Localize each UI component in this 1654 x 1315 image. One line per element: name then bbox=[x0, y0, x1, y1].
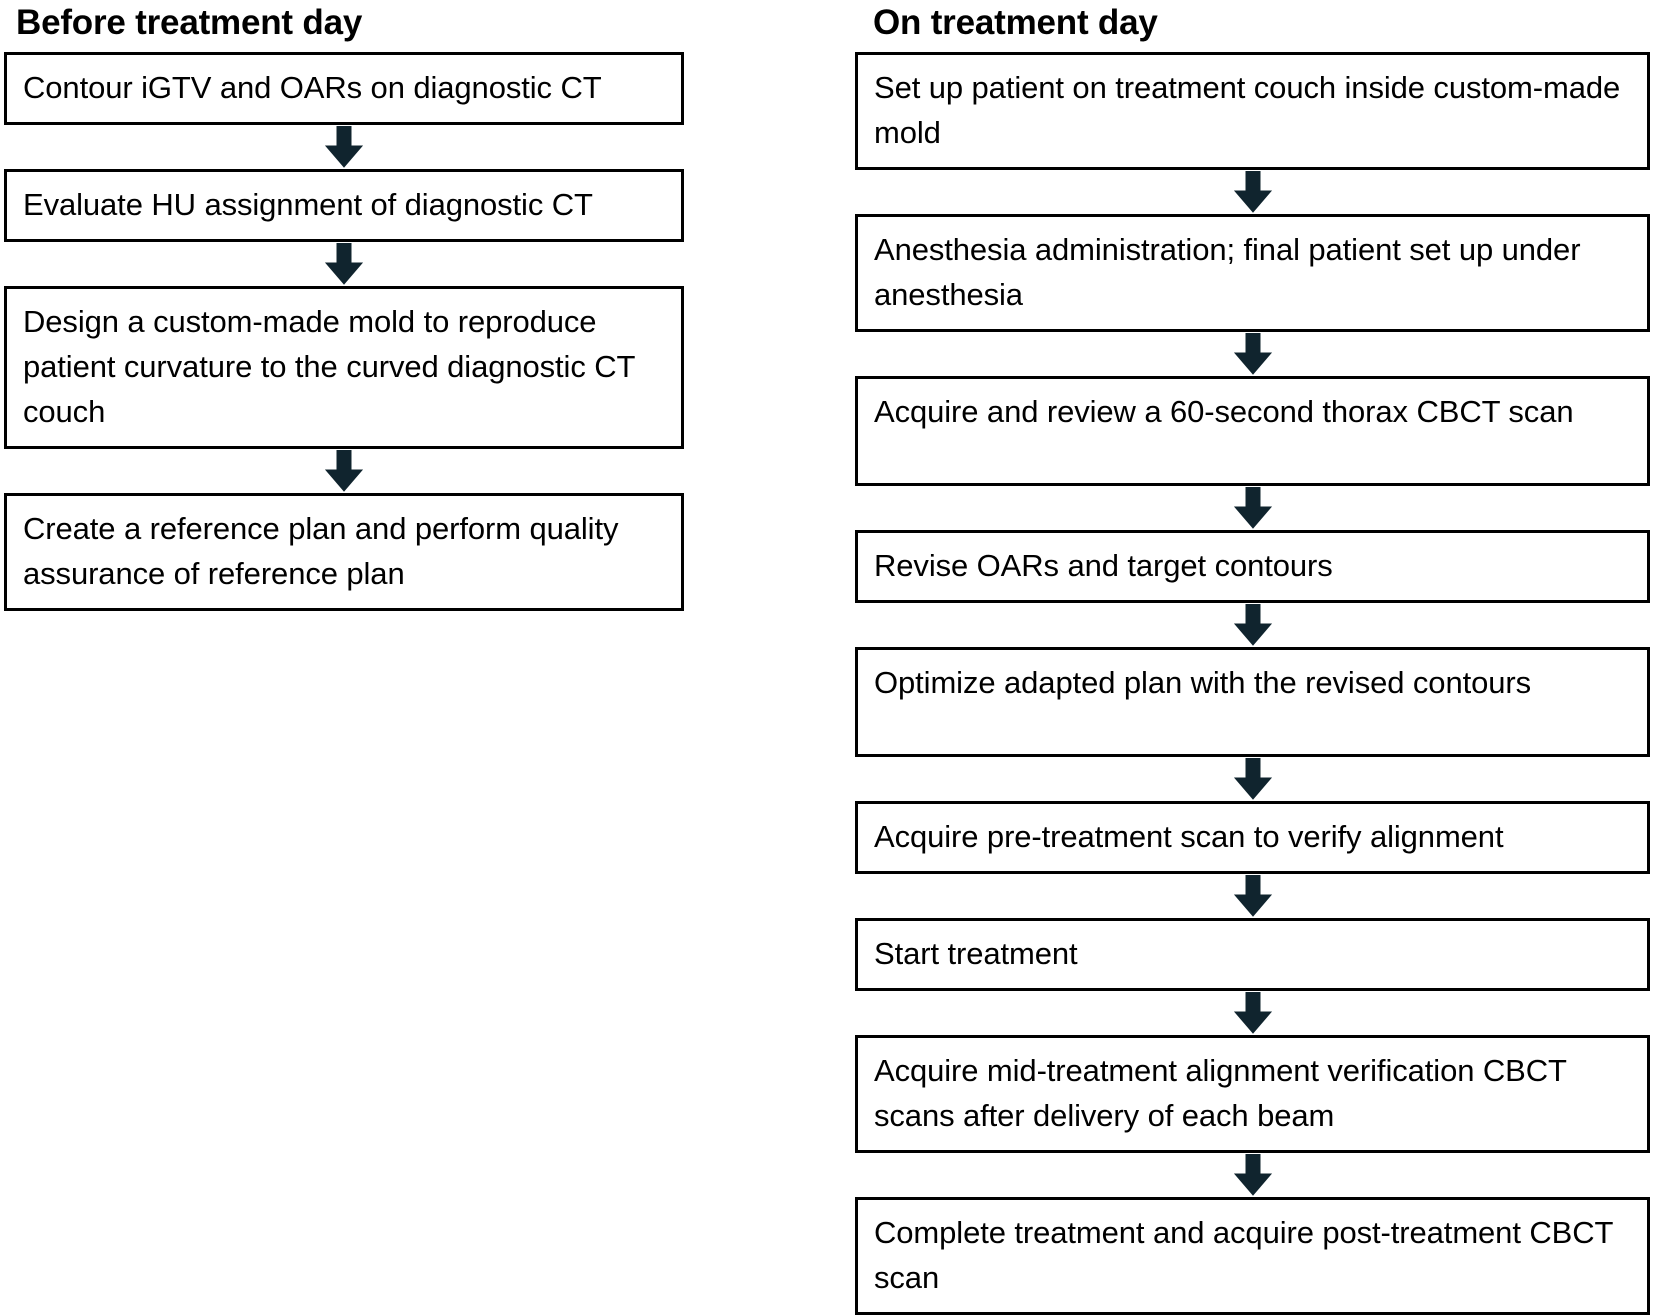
down-arrow-icon bbox=[855, 486, 1650, 530]
flow-node-label: Create a reference plan and perform qual… bbox=[23, 511, 619, 591]
flow-node-label: Anesthesia administration; final patient… bbox=[874, 232, 1581, 312]
flow-node-label: Acquire mid-treatment alignment verifica… bbox=[874, 1053, 1567, 1133]
flow-node: Evaluate HU assignment of diagnostic CT bbox=[4, 169, 684, 242]
down-arrow-icon bbox=[855, 603, 1650, 647]
down-arrow-icon bbox=[855, 332, 1650, 376]
flow-node-label: Design a custom-made mold to reproduce p… bbox=[23, 304, 635, 429]
down-arrow-icon bbox=[855, 874, 1650, 918]
flow-node-label: Contour iGTV and OARs on diagnostic CT bbox=[23, 70, 602, 105]
column-heading-before-treatment-day: Before treatment day bbox=[16, 3, 363, 42]
down-arrow-icon bbox=[855, 170, 1650, 214]
flow-node: Revise OARs and target contours bbox=[855, 530, 1650, 603]
flow-node: Contour iGTV and OARs on diagnostic CT bbox=[4, 52, 684, 125]
flow-node: Set up patient on treatment couch inside… bbox=[855, 52, 1650, 170]
down-arrow-icon bbox=[855, 1153, 1650, 1197]
down-arrow-icon bbox=[4, 449, 684, 493]
flow-node-label: Revise OARs and target contours bbox=[874, 548, 1333, 583]
flow-node: Create a reference plan and perform qual… bbox=[4, 493, 684, 611]
column-heading-on-treatment-day: On treatment day bbox=[873, 3, 1158, 42]
flow-node-label: Complete treatment and acquire post-trea… bbox=[874, 1215, 1613, 1295]
flow-node: Acquire pre-treatment scan to verify ali… bbox=[855, 801, 1650, 874]
flow-node: Start treatment bbox=[855, 918, 1650, 991]
flow-node: Anesthesia administration; final patient… bbox=[855, 214, 1650, 332]
column-before-treatment-day: Before treatment day Contour iGTV and OA… bbox=[4, 0, 684, 611]
column-on-treatment-day: On treatment day Set up patient on treat… bbox=[855, 0, 1650, 1315]
flow-node: Optimize adapted plan with the revised c… bbox=[855, 647, 1650, 757]
flow-node-label: Evaluate HU assignment of diagnostic CT bbox=[23, 187, 593, 222]
flow-node-label: Optimize adapted plan with the revised c… bbox=[874, 665, 1532, 700]
down-arrow-icon bbox=[4, 125, 684, 169]
down-arrow-icon bbox=[855, 991, 1650, 1035]
flow-node-label: Set up patient on treatment couch inside… bbox=[874, 70, 1621, 150]
flow-node-label: Start treatment bbox=[874, 936, 1078, 971]
flowchart: Before treatment day Contour iGTV and OA… bbox=[4, 0, 1650, 1315]
flow-node: Acquire mid-treatment alignment verifica… bbox=[855, 1035, 1650, 1153]
flow-node: Design a custom-made mold to reproduce p… bbox=[4, 286, 684, 449]
flow-node-label: Acquire pre-treatment scan to verify ali… bbox=[874, 819, 1504, 854]
down-arrow-icon bbox=[4, 242, 684, 286]
flow-node: Complete treatment and acquire post-trea… bbox=[855, 1197, 1650, 1315]
flow-node: Acquire and review a 60-second thorax CB… bbox=[855, 376, 1650, 486]
down-arrow-icon bbox=[855, 757, 1650, 801]
flow-node-label: Acquire and review a 60-second thorax CB… bbox=[874, 394, 1574, 429]
